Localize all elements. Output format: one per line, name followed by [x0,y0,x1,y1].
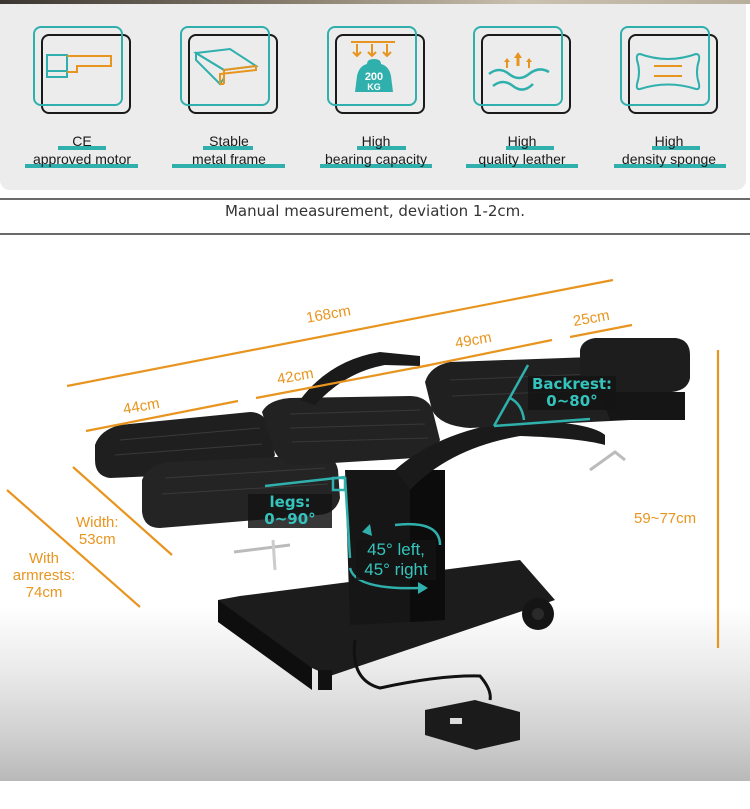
top-edge-strip [0,0,750,4]
tattoo-chair-illustration [95,338,690,750]
sponge-icon [620,26,718,118]
feature-subtitle: quality leather [478,151,566,167]
feature-metal-frame: Stable metal frame [148,26,288,186]
feature-subtitle: approved motor [32,151,132,167]
feature-subtitle: density sponge [621,151,717,167]
width-label: Width: 53cm [76,514,119,548]
width-with-armrests-label: With armrests: 74cm [12,550,76,601]
weight-icon: 200 KG [327,26,425,118]
divider-bottom [0,233,750,235]
rotation-angle-label: 45° left, 45° right [356,540,436,580]
features-panel: CE approved motor Stable metal frame [0,4,746,190]
feature-ce-motor: CE approved motor [1,26,141,186]
feature-quality-leather: High quality leather [441,26,581,186]
height-range-label: 59~77cm [634,510,697,527]
feature-subtitle: metal frame [192,151,266,167]
feature-bearing-capacity: 200 KG High bearing capacity [295,26,435,186]
feature-title: Stable [209,133,249,149]
dimension-lines [6,278,720,648]
svg-text:KG: KG [367,82,381,92]
measurement-note: Manual measurement, deviation 1-2cm. [224,202,526,220]
metal-frame-icon [180,26,278,118]
feature-title: High [361,133,391,149]
feature-density-sponge: High density sponge [588,26,728,186]
divider-top [0,198,750,200]
legs-angle-label: legs: 0~90° [248,494,332,528]
leather-icon [473,26,571,118]
svg-text:200: 200 [365,71,383,83]
feature-title: High [507,133,537,149]
motor-icon [33,26,131,118]
backrest-angle-label: Backrest: 0~80° [528,376,616,410]
feature-title: CE [72,133,92,149]
feature-subtitle: bearing capacity [325,151,427,167]
product-dimension-diagram: 168cm 44cm 42cm 49cm 25cm 59~77cm Width:… [0,236,750,809]
feature-title: High [654,133,684,149]
